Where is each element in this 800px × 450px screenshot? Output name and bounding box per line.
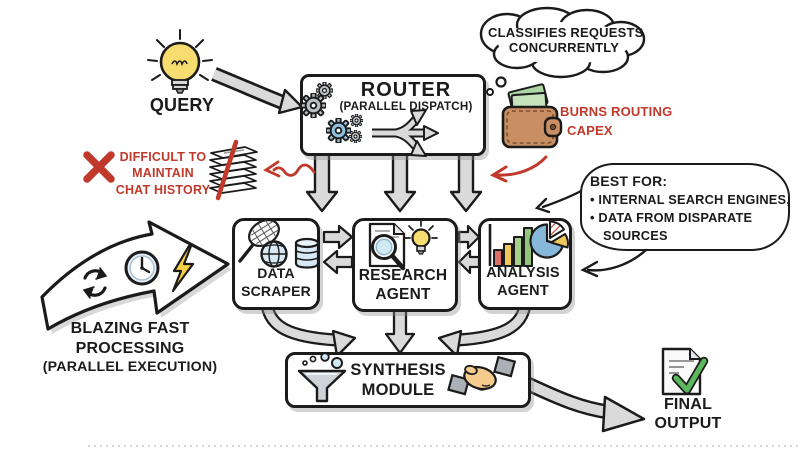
router-fanout-arrows [305, 148, 483, 213]
synthesis-in-arrows [260, 303, 532, 358]
wallet-cash-icon [501, 83, 563, 149]
best-for-bubble [580, 163, 790, 251]
router-subtitle: (PARALLEL DISPATCH) [339, 100, 473, 113]
final-output-arrow [524, 377, 646, 433]
speed-note: BLAZING FAST PROCESSING (PARALLEL EXECUT… [42, 320, 218, 375]
refresh-icon [82, 267, 108, 299]
best-for-note: BEST FOR: • INTERNAL SEARCH ENGINES, • D… [590, 173, 790, 243]
analysis-agent-label: ANALYSIS AGENT [486, 265, 560, 300]
research-agent-label: RESEARCH AGENT [358, 267, 448, 304]
final-output-label: FINAL OUTPUT [654, 396, 722, 433]
lightning-icon [171, 244, 195, 293]
speed-arrow [40, 220, 232, 334]
capex-arrow [489, 155, 548, 183]
data-scraper-label: DATA SCRAPER [241, 265, 311, 299]
router-title: ROUTER [360, 79, 452, 101]
clock-icon [124, 250, 160, 286]
history-note: DIFFICULT TO MAINTAIN CHAT HISTORY [115, 150, 211, 197]
query-label: QUERY [149, 95, 215, 115]
lightbulb-icon [147, 29, 213, 94]
document-check-icon [661, 347, 709, 396]
thought-bubble-text: CLASSIFIES REQUESTS CONCURRENTLY [488, 25, 644, 55]
query-to-router-arrow [211, 67, 304, 115]
capex-note: BURNS ROUTING CAPEX [560, 104, 673, 138]
history-squiggle-arrow [263, 160, 316, 178]
synthesis-module-label: SYNTHESIS MODULE [350, 361, 446, 400]
